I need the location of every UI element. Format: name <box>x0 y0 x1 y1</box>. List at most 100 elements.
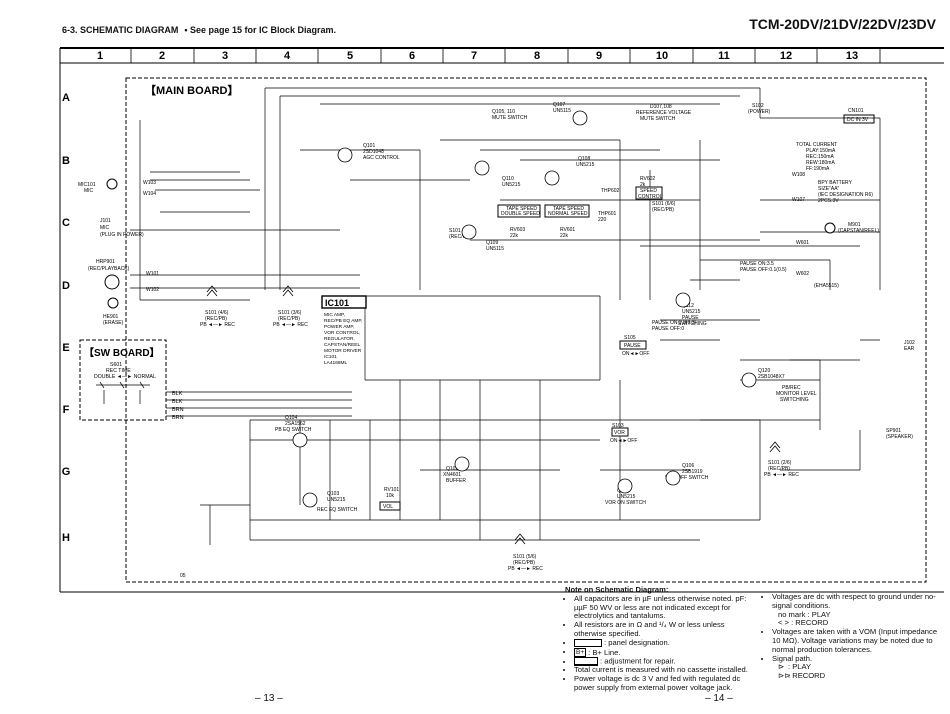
w-label: W107 <box>792 197 805 203</box>
s101-labels: S101 (4/6) (REC/PB) PB ◄—► REC S101 (3/6… <box>200 201 799 572</box>
page-number-left: – 13 – <box>255 693 283 704</box>
q103-type: UN5215 <box>327 497 346 503</box>
note-bplus: B+: B+ Line. <box>574 647 755 658</box>
cn101-ref: CN101 <box>848 108 864 114</box>
battery-line: 2PCS.3V <box>818 198 839 204</box>
rv602-ref: RV602 <box>640 176 655 182</box>
switch-labels: S103 VOR ON◄►OFF S105 PAUSE ON◄►OFF RV10… <box>379 335 649 511</box>
row-label-D: D <box>62 280 70 292</box>
sw-board-outline <box>79 339 167 421</box>
s101-5-sub: (REC/PB) <box>513 560 535 566</box>
column-label-10: 10 <box>656 50 668 62</box>
q109-ref: Q109 <box>486 240 498 246</box>
transistor-symbol-icon <box>665 470 681 486</box>
s102-label: (POWER) <box>748 109 771 115</box>
ic-block-note: • See page 15 for IC Block Diagram. <box>184 25 337 35</box>
panel-box-icon <box>574 638 602 647</box>
s101-2-dir: PB ◄—► REC <box>764 472 799 478</box>
s601-ref: S601 <box>110 362 122 368</box>
ic101-desc-line: REGULATOR, <box>324 336 355 342</box>
ic101-block: IC101 MIC AMP,REC/PB EQ AMP,POWER AMP,VO… <box>321 295 367 366</box>
d107-func1: REFERENCE VOLTAGE <box>636 110 692 116</box>
model-title: TCM-20DV/21DV/22DV/23DV <box>749 16 936 32</box>
schematic-notes-right: Voltages are dc with respect to ground u… <box>763 592 943 681</box>
column-label-4: 4 <box>284 50 291 62</box>
q112-func2: SWITCHING <box>678 321 707 327</box>
row-label-A: A <box>62 92 70 104</box>
s103-ref: S103 <box>612 423 624 429</box>
q102-func: BUFFER <box>446 478 466 484</box>
pause-on: PAUSE ON:3.5 <box>740 261 774 267</box>
q101-ref: Q101 <box>363 143 375 149</box>
pause2-on: PAUSE ON:2.3(0.3) <box>652 320 696 326</box>
w-label: W101 <box>146 271 159 277</box>
transistor-labels: Q101 2SD1048 AGC CONTROL Q105, 110 MUTE … <box>275 102 817 513</box>
s101-6-ref: S101 (6/6) <box>652 201 676 207</box>
s101-3-sub: (REC/PB) <box>278 316 300 322</box>
w-label: W108 <box>792 172 805 178</box>
battery-line: SIZE"AA" <box>818 186 840 192</box>
column-label-6: 6 <box>409 50 415 62</box>
ic101-desc-line: LA4168ML <box>324 360 348 366</box>
ic101-desc-line: REC/PB EQ AMP, <box>324 318 362 324</box>
q112-type: UN5215 <box>682 309 701 315</box>
wire-brn-1: BRN <box>172 407 184 413</box>
note-panel-text: : panel designation. <box>604 637 670 647</box>
transistor-symbol-icon <box>675 292 691 308</box>
q109-type: UN5115 <box>486 246 504 252</box>
ic101-desc-line: CAPSTAN/REEL <box>324 342 360 348</box>
rv601-val: 22k <box>560 233 569 239</box>
ic101-desc-line: MOTOR DRIVER <box>324 348 362 354</box>
hrp-label: (REC/PLAYBACK) <box>88 266 130 272</box>
s105-ref: S105 <box>624 335 636 341</box>
note-power: Power voltage is dc 3 V and fed with reg… <box>574 674 755 693</box>
column-label-7: 7 <box>471 50 477 62</box>
grid-frame <box>59 47 944 593</box>
q110-ref: Q110 <box>502 176 514 182</box>
vor-box <box>611 427 629 437</box>
ic101-title: IC101 <box>325 298 349 308</box>
note-bplus-text: : B+ Line. <box>588 647 621 657</box>
note-total-current: Total current is measured with no casset… <box>574 666 755 675</box>
column-label-13: 13 <box>846 50 858 62</box>
note-signal-path: Signal path. <box>772 654 943 664</box>
w-label: W601 <box>796 240 809 246</box>
s101-4-sub: (REC/PB) <box>205 316 227 322</box>
note-record-bracket: < > : RECORD <box>778 618 829 628</box>
hrp-symbol <box>104 274 120 290</box>
s601-double: DOUBLE ◄—► NORMAL <box>94 374 156 380</box>
bplus-box-icon: B+ <box>574 647 587 658</box>
j101-ref: J101 <box>100 218 111 224</box>
tape-speed-boxes: TAPE SPEED DOUBLE SPEED TAPE SPEED NORMA… <box>497 176 663 239</box>
tape-double-box <box>497 204 541 218</box>
main-board-label: 【MAIN BOARD】 <box>145 84 239 97</box>
notes-list-left: All capacitors are in µF unless otherwis… <box>565 594 755 693</box>
s601-rectime: REC TIME <box>106 368 131 374</box>
ic101-description: MIC AMP,REC/PB EQ AMP,POWER AMP,VOR CONT… <box>324 312 362 366</box>
ic101-desc-line: POWER AMP, <box>324 324 354 330</box>
thp602-ref: THP602 <box>601 188 620 194</box>
q103-ref: Q103 <box>327 491 339 497</box>
transistor-symbols <box>292 110 757 508</box>
thp601-ref: THP601 <box>598 211 617 217</box>
transistor-symbol-icon <box>292 432 308 448</box>
transistor-symbol-icon <box>302 492 318 508</box>
transistor-symbol-icon <box>337 147 353 163</box>
ic101-desc-line: VOR CONTROL, <box>324 330 361 336</box>
total-current-line: REW:180mA <box>806 160 835 166</box>
pause-box <box>619 340 647 350</box>
s101-4-dir: PB ◄—► REC <box>200 322 235 328</box>
note-signal-record: ⊳⊳: RECORD <box>772 671 943 681</box>
ehass-label: (EHA5515) <box>814 283 839 289</box>
sp901-label: (SPEAKER) <box>886 434 913 440</box>
transistor-symbol-icon <box>741 372 757 388</box>
q111-func: VOR ON SWITCH <box>605 500 646 506</box>
adjust-box-icon <box>574 657 598 667</box>
q105-ref: Q105, 110 <box>492 109 515 115</box>
battery-line: (IEC DESIGNATION R6) <box>818 192 873 198</box>
cn101-box <box>843 114 875 124</box>
q101-type: 2SD1048 <box>363 149 384 155</box>
s105-dir: ON◄►OFF <box>622 351 649 357</box>
q108-ref: Q108 <box>578 156 590 162</box>
